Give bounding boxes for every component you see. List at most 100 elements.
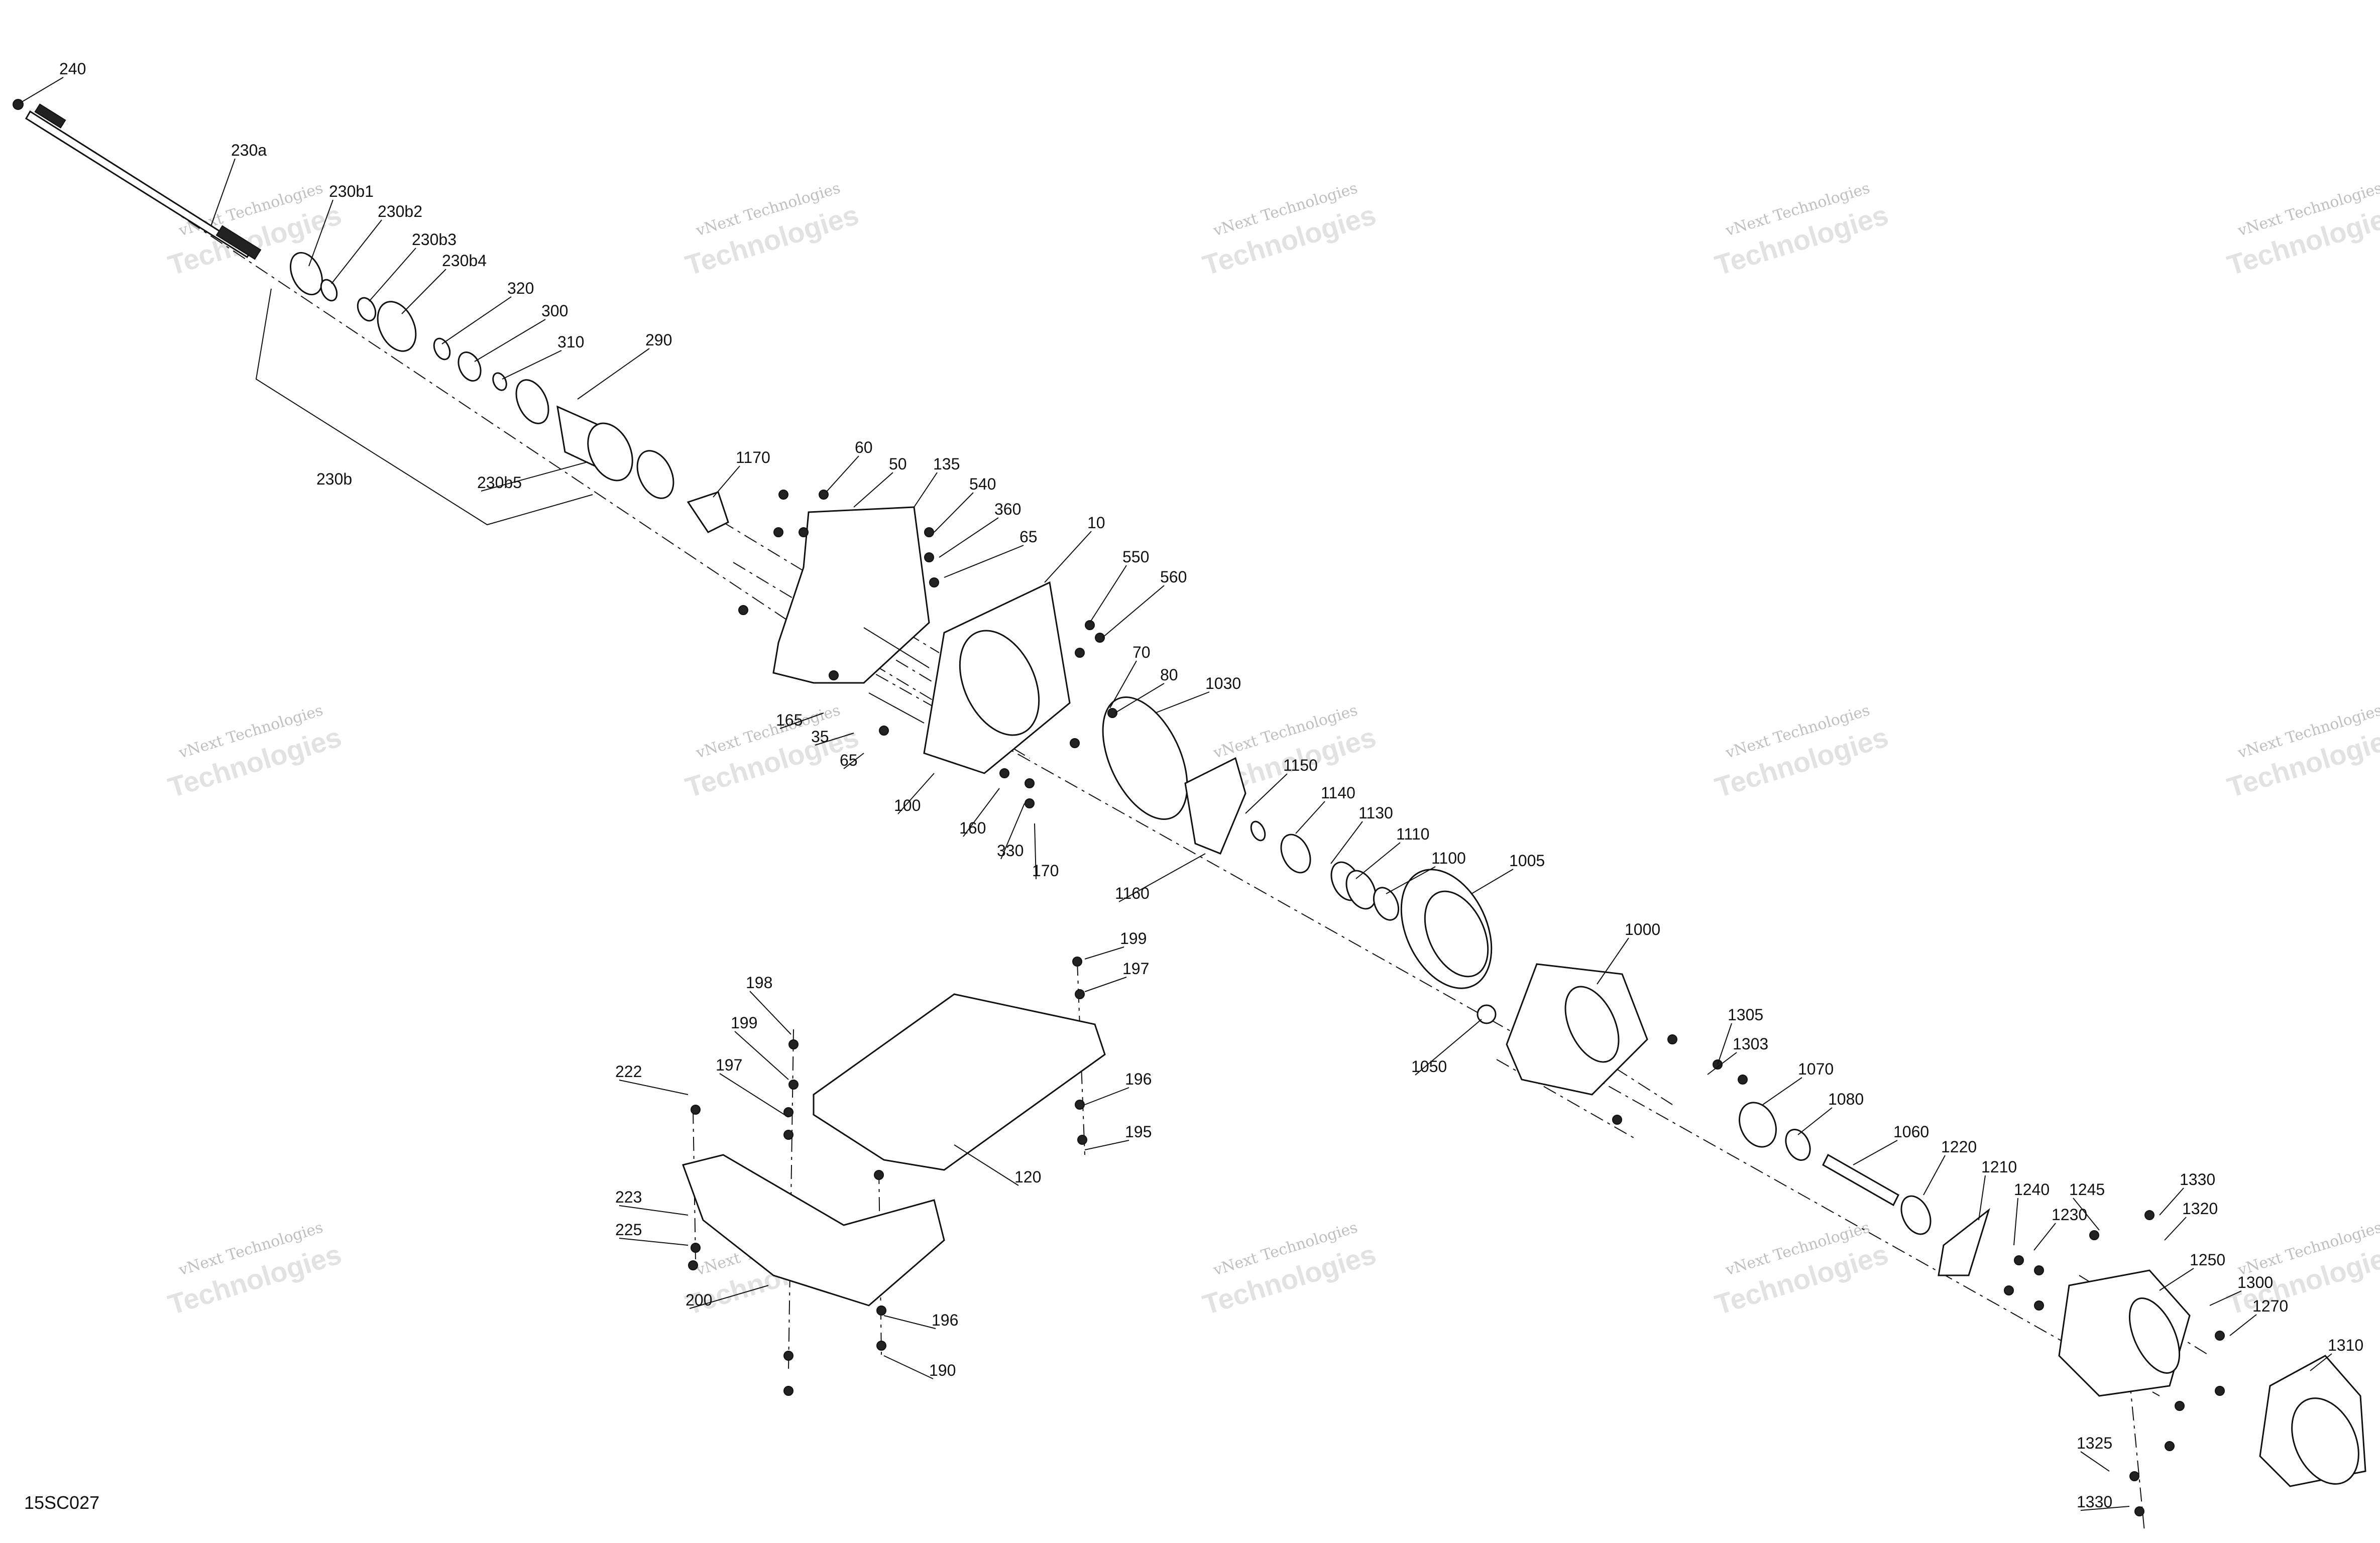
callout-label: 230b5 [477, 473, 522, 492]
fastener [783, 1130, 794, 1140]
callout-label: 120 [1014, 1168, 1041, 1186]
driveshaft-230a [13, 99, 262, 260]
callout-label: 222 [615, 1062, 642, 1081]
callout-label: 230a [231, 141, 267, 159]
fastener [1072, 957, 1082, 967]
drawing-code: 15SC027 [24, 1492, 99, 1513]
callout-label: 196 [1125, 1070, 1152, 1088]
fastener [788, 1039, 799, 1049]
callout-label: 1060 [1893, 1123, 1929, 1141]
callout-label: 60 [855, 438, 873, 456]
callout-label: 1250 [2190, 1251, 2225, 1269]
leader-line [734, 1031, 789, 1080]
fastener [691, 1105, 701, 1115]
fastener [1095, 633, 1105, 643]
fastener [738, 605, 748, 615]
callout-label: 35 [811, 728, 829, 746]
callout-label: 230b4 [442, 252, 487, 270]
gasket-plate-135 [772, 506, 930, 684]
callout-label: 1150 [1283, 756, 1318, 774]
nozzle-1310 [2259, 1355, 2366, 1487]
callout-label: 290 [645, 331, 672, 349]
fastener [2144, 1210, 2155, 1220]
callout-label: 1080 [1828, 1090, 1864, 1108]
wear-ring-1005 [1400, 869, 1493, 989]
leader-line [1386, 866, 1436, 894]
callout-label: 65 [1019, 528, 1038, 546]
group-bracket-230b [255, 288, 593, 526]
leader-line [1415, 1019, 1482, 1076]
leader-line [2159, 1268, 2194, 1291]
leader-line [369, 248, 416, 302]
callout-label: 50 [889, 455, 907, 473]
callout-label: 1050 [1411, 1057, 1447, 1076]
leader-line [954, 1144, 1019, 1186]
leader-line [1923, 1155, 1946, 1196]
callout-label: 200 [686, 1291, 712, 1309]
fastener [924, 552, 934, 562]
leader-line [2080, 1451, 2110, 1472]
callout-label: 1110 [1396, 825, 1429, 843]
callout-label: 135 [933, 455, 960, 473]
callout-label: 1070 [1798, 1060, 1834, 1078]
fastener [1107, 708, 1117, 718]
leader-line [2080, 1506, 2130, 1511]
leader-line [1762, 1077, 1802, 1105]
callout-label: 230b1 [329, 182, 374, 200]
leader-line [1797, 1107, 1833, 1135]
fastener [2129, 1471, 2139, 1481]
support-bracket-200 [682, 1154, 945, 1307]
leader-line [474, 319, 546, 362]
fastener [799, 527, 809, 537]
fastener [2089, 1230, 2099, 1240]
fastener [788, 1080, 799, 1090]
leader-line [939, 517, 999, 558]
leader-line [1084, 1087, 1129, 1105]
callout-label: 560 [1160, 568, 1187, 586]
leader-line [577, 348, 650, 400]
venturi-1250 [2058, 1269, 2191, 1397]
leader-line [1330, 821, 1363, 864]
callout-label: 225 [615, 1221, 642, 1239]
leader-line [826, 455, 859, 493]
leader-line [934, 492, 974, 533]
leader-line [2229, 1314, 2257, 1336]
leader-line [1597, 937, 1629, 985]
callout-label: 300 [541, 302, 568, 320]
callout-label: 1240 [2014, 1180, 2050, 1199]
callout-label: 1130 [1358, 804, 1393, 822]
fastener [1075, 989, 1085, 999]
fastener [999, 768, 1009, 778]
callout-label: 1330 [2180, 1170, 2215, 1189]
leader-line [401, 269, 446, 314]
leader-line [1084, 1140, 1129, 1150]
callout-label: 320 [507, 279, 534, 297]
shaft-seal-group-230b [290, 252, 674, 499]
leader-line [779, 713, 824, 729]
callout-label: 310 [557, 333, 584, 351]
leader-line [1707, 1052, 1737, 1075]
leader-line [2209, 1290, 2242, 1306]
fastener [2034, 1300, 2044, 1311]
callout-label: 197 [716, 1056, 742, 1074]
leader-line [1109, 660, 1137, 708]
callout-label: 1230 [2052, 1206, 2087, 1224]
fastener [783, 1351, 794, 1361]
nose-cap-1210 [1938, 1208, 1990, 1276]
leader-line [1155, 691, 1210, 714]
callout-label: 1220 [1941, 1138, 1977, 1156]
callout-label: 1320 [2182, 1200, 2218, 1218]
leader-line [853, 472, 893, 508]
callout-label: 199 [731, 1014, 757, 1032]
callout-label: 190 [929, 1361, 956, 1379]
callout-label: 165 [776, 711, 803, 729]
leader-line [897, 773, 935, 814]
leader-line [1034, 823, 1037, 880]
